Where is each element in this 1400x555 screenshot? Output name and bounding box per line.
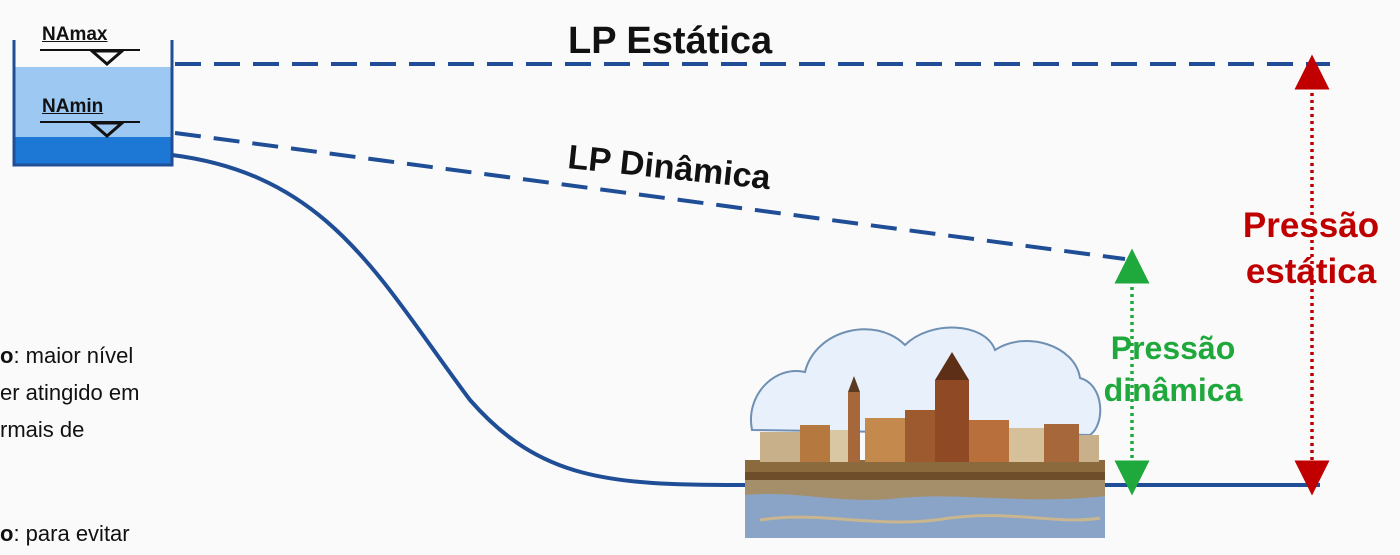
namax-label: NAmax xyxy=(42,24,108,45)
pipe-profile xyxy=(171,153,1320,487)
lp-dinamica-line xyxy=(174,131,1126,261)
namax-triangle-icon xyxy=(87,49,127,66)
pressao-dinamica-label: Pressão dinâmica xyxy=(1078,327,1268,411)
side-text-line1: o: maior nível xyxy=(0,343,134,368)
pressao-dinamica-line2: dinâmica xyxy=(1103,372,1243,408)
pressao-estatica-line2: estática xyxy=(1245,252,1377,291)
namin-label: NAmin xyxy=(42,96,104,117)
pressao-dinamica-line1: Pressão xyxy=(1110,330,1236,366)
side-text-line2: er atingido em xyxy=(0,380,140,405)
reservoir-wall xyxy=(12,40,174,167)
reservoir xyxy=(12,40,174,167)
namin-triangle-icon xyxy=(87,121,127,138)
side-text-line4: o: para evitar xyxy=(0,521,130,546)
side-text-line3: rmais de xyxy=(0,417,85,442)
lp-estatica-label: LP Estática xyxy=(568,20,773,62)
pressao-estatica-line1: Pressão xyxy=(1242,206,1380,245)
reservoir-water-lower xyxy=(14,137,172,165)
city-icon xyxy=(745,326,1105,538)
pressao-estatica-label: Pressão estática xyxy=(1236,203,1386,295)
